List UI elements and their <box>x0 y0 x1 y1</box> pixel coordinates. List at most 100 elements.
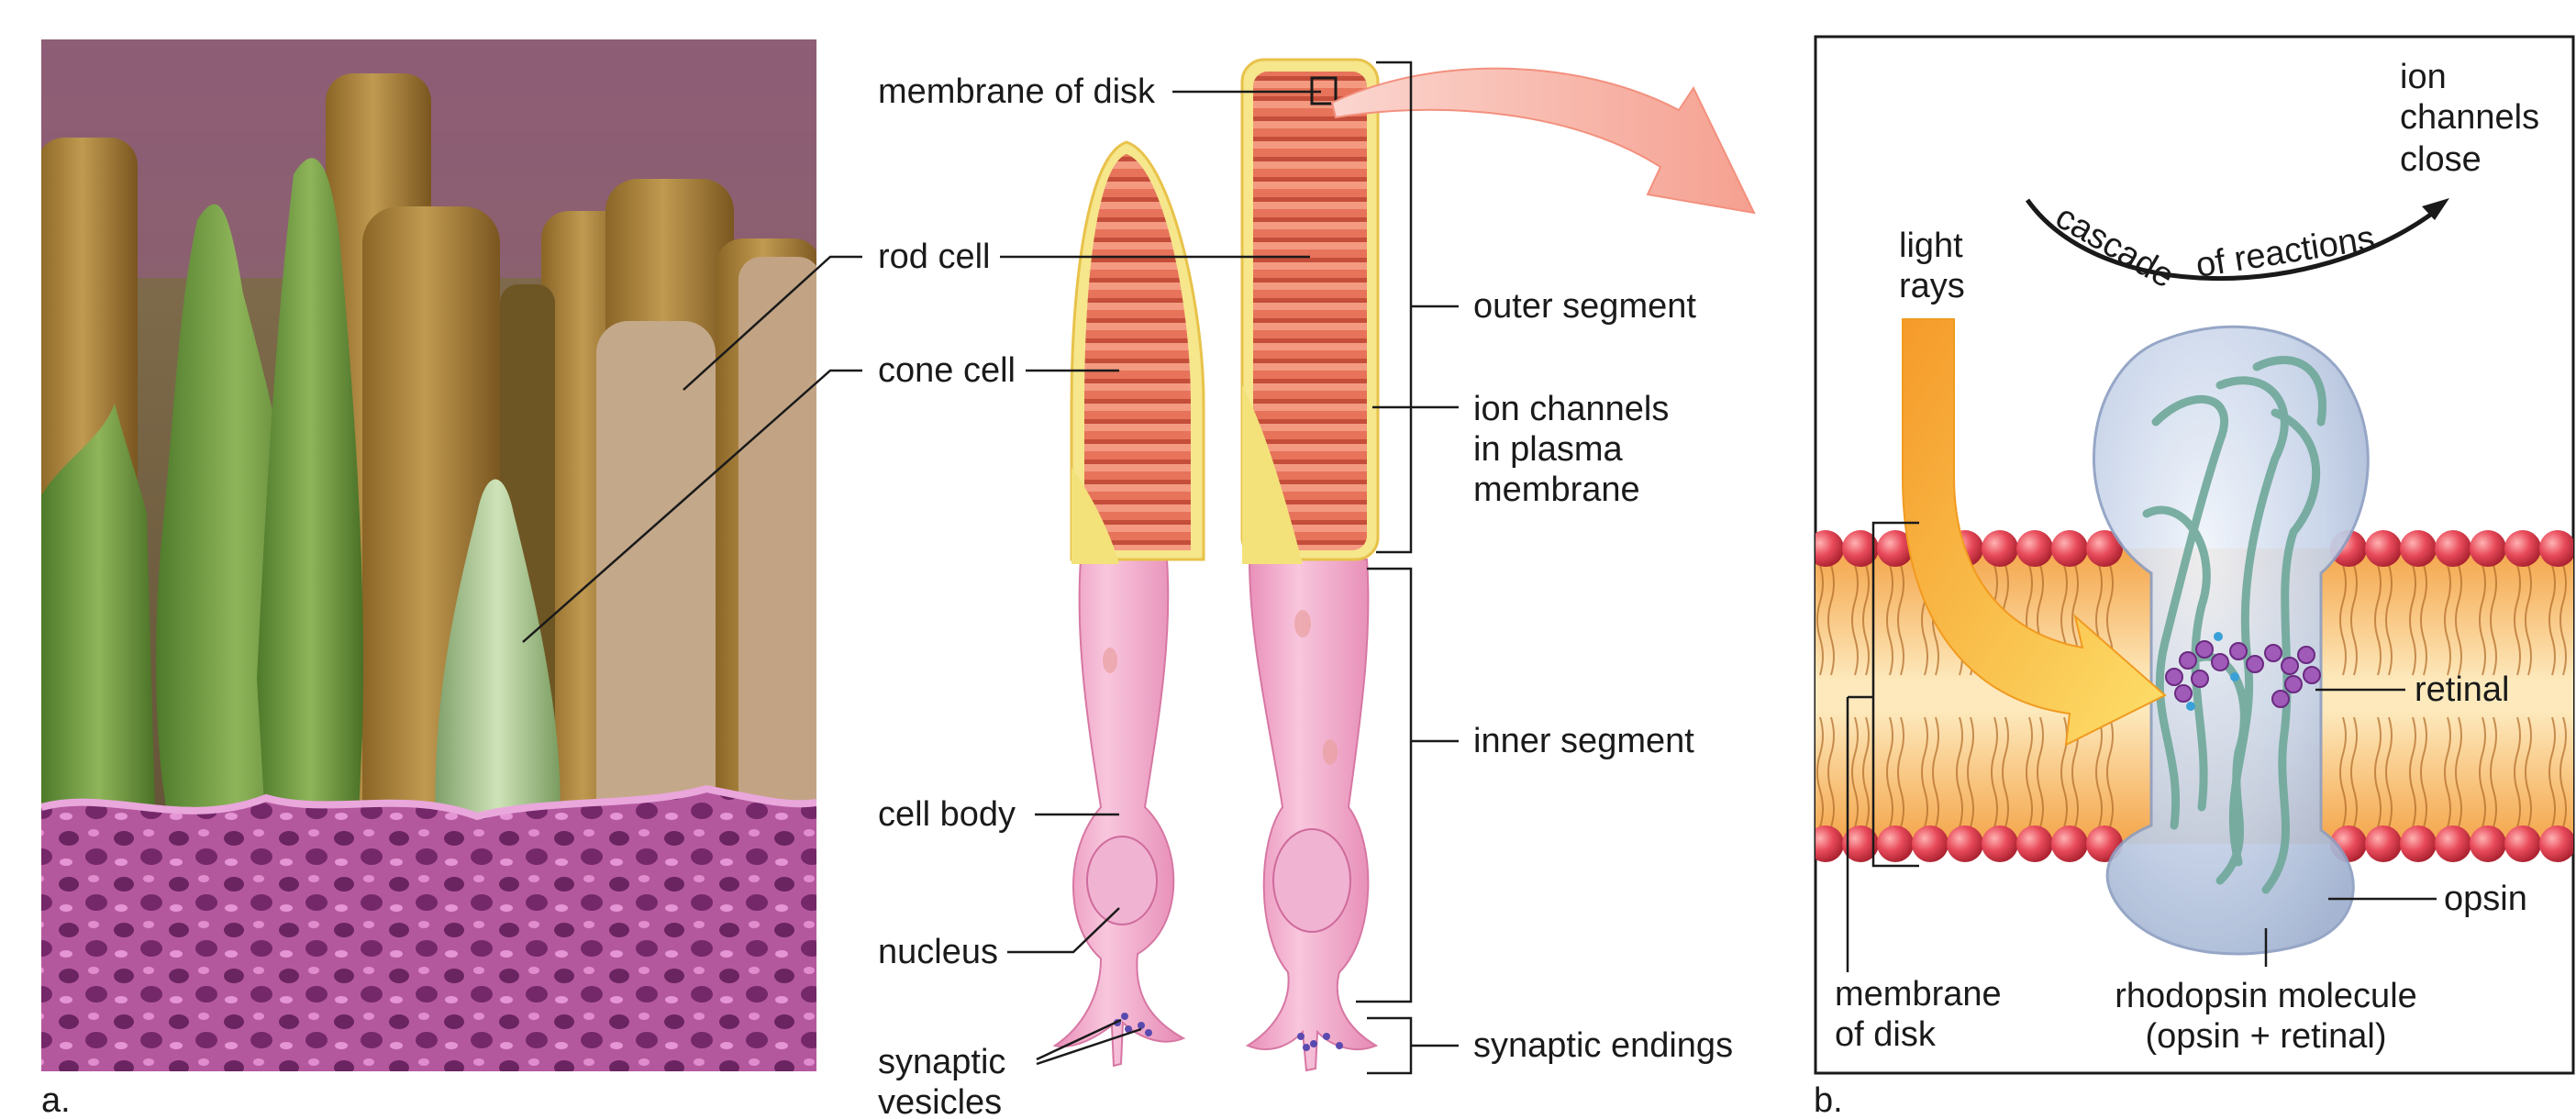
lipid-head <box>1947 825 1983 862</box>
rhodopsin-label-line1: rhodopsin molecule <box>2115 977 2417 1015</box>
lipid-tail <box>2514 716 2521 828</box>
lipid-tail <box>2339 716 2347 828</box>
lipid-tail <box>2514 564 2521 676</box>
inner-segment-label: inner segment <box>1473 722 1694 760</box>
membrane-of-disk-label: membrane of disk <box>878 72 1156 111</box>
lipid-head <box>1842 825 1879 862</box>
synaptic-vesicles <box>1114 1013 1343 1051</box>
lipid-tail <box>2455 564 2462 676</box>
nucleus-label: nucleus <box>878 933 998 971</box>
lipid-head <box>2539 825 2573 862</box>
lipid-tail <box>1897 564 1904 676</box>
synaptic-vesicles-label-line2: vesicles <box>878 1083 1002 1119</box>
outer-segment-bracket <box>1376 61 1413 554</box>
lipid-tail <box>1827 564 1835 676</box>
lipid-head <box>2016 530 2053 567</box>
lipid-tail <box>2106 716 2114 828</box>
rod-cell-drawing <box>1240 58 1380 1072</box>
outer-segment-label: outer segment <box>1473 287 1696 326</box>
micrograph-base <box>41 784 816 1071</box>
panel-b-caption: b. <box>1814 1081 1843 1119</box>
membrane-of-disk-b-line1: membrane <box>1835 975 2002 1014</box>
retinal-label: retinal <box>2415 670 2510 709</box>
lipid-tail <box>2490 564 2497 676</box>
ion-channels-close-line3: close <box>2400 140 2482 179</box>
lipid-tail <box>2444 564 2451 676</box>
lipid-tail <box>2409 716 2416 828</box>
lipid-tail <box>2385 564 2393 676</box>
lipid-tail <box>2409 564 2416 676</box>
lipid-tail <box>2444 716 2451 828</box>
lipid-tail <box>2525 564 2532 676</box>
synaptic-vesicles-leader-2 <box>1036 1027 1142 1066</box>
lipid-head <box>2470 530 2506 567</box>
ion-channels-close-line2: channels <box>2400 98 2539 137</box>
lipid-tail <box>2455 716 2462 828</box>
nucleus-leader <box>1007 907 1120 954</box>
cascade-arrow <box>2025 198 2437 281</box>
lipid-tail <box>2026 716 2033 828</box>
lipid-head <box>2051 530 2088 567</box>
micrograph-cones <box>41 158 561 844</box>
cell-body-label: cell body <box>878 795 1016 834</box>
lipid-tail <box>2548 716 2556 828</box>
lipid-tail <box>1956 716 1963 828</box>
light-rays-arrow <box>1902 318 2167 747</box>
lipid-tail <box>2095 716 2103 828</box>
rhodopsin-label-line2: (opsin + retinal) <box>2146 1017 2387 1056</box>
lipid-head <box>1982 530 2018 567</box>
lipid-head <box>1912 825 1949 862</box>
lipid-tail <box>2339 564 2347 676</box>
lipid-tail <box>2559 716 2567 828</box>
zoom-arrow <box>1330 67 1756 215</box>
lipid-heads <box>1815 530 2573 862</box>
lipid-tail <box>1816 716 1824 828</box>
lipid-head <box>2435 825 2471 862</box>
synaptic-endings-label: synaptic endings <box>1473 1026 1733 1065</box>
retinal-oxygen-atoms <box>2186 632 2239 711</box>
light-rays-label-line1: light <box>1899 227 1963 265</box>
lipid-tail <box>2350 716 2358 828</box>
lipid-tail <box>1886 716 1893 828</box>
membrane-of-disk-bracket <box>1871 521 1919 868</box>
synaptic-vesicles-label-line1: synaptic <box>878 1043 1005 1081</box>
lipid-tail <box>1862 716 1870 828</box>
lipid-head <box>2400 530 2437 567</box>
retinal-molecule <box>2165 640 2321 708</box>
membrane-of-disk-b-line2: of disk <box>1835 1015 1937 1054</box>
lipid-head <box>1815 530 1844 567</box>
lipid-tail <box>1827 716 1835 828</box>
lipid-tail <box>2002 716 2009 828</box>
lipid-tail <box>1862 564 1870 676</box>
lipid-tail <box>2490 716 2497 828</box>
rod-cell-label: rod cell <box>878 238 991 276</box>
lipid-head <box>2400 825 2437 862</box>
ion-channels-label-line1: ion channels <box>1473 390 1669 428</box>
light-rays-label-line2: rays <box>1899 267 1965 305</box>
lipid-tail <box>1967 716 1974 828</box>
inner-segment-bracket <box>1356 567 1413 1003</box>
lipid-head <box>2365 530 2402 567</box>
lipid-tail <box>2548 564 2556 676</box>
lipid-tail <box>2525 716 2532 828</box>
synaptic-vesicles-leader <box>1036 1018 1122 1061</box>
opsin-label: opsin <box>2444 880 2527 918</box>
lipid-head <box>2539 530 2573 567</box>
lipid-tail <box>2385 716 2393 828</box>
lipid-head <box>2504 825 2541 862</box>
lipid-tail <box>2037 716 2044 828</box>
lipid-tail <box>1886 564 1893 676</box>
lipid-head <box>1815 825 1844 862</box>
rod-cell-leader-photo <box>683 255 862 391</box>
micrograph-rods <box>41 73 816 881</box>
lipid-tail <box>1816 564 1824 676</box>
lipid-tail <box>2479 564 2486 676</box>
lipid-head <box>2504 530 2541 567</box>
lipid-head <box>2365 825 2402 862</box>
ion-channels-close-line1: ion <box>2400 58 2447 96</box>
lipid-head <box>2051 825 2088 862</box>
lipid-head <box>1877 530 1914 567</box>
ion-channels-label-line2: in plasma <box>1473 430 1623 469</box>
lipid-tail <box>1991 716 1998 828</box>
